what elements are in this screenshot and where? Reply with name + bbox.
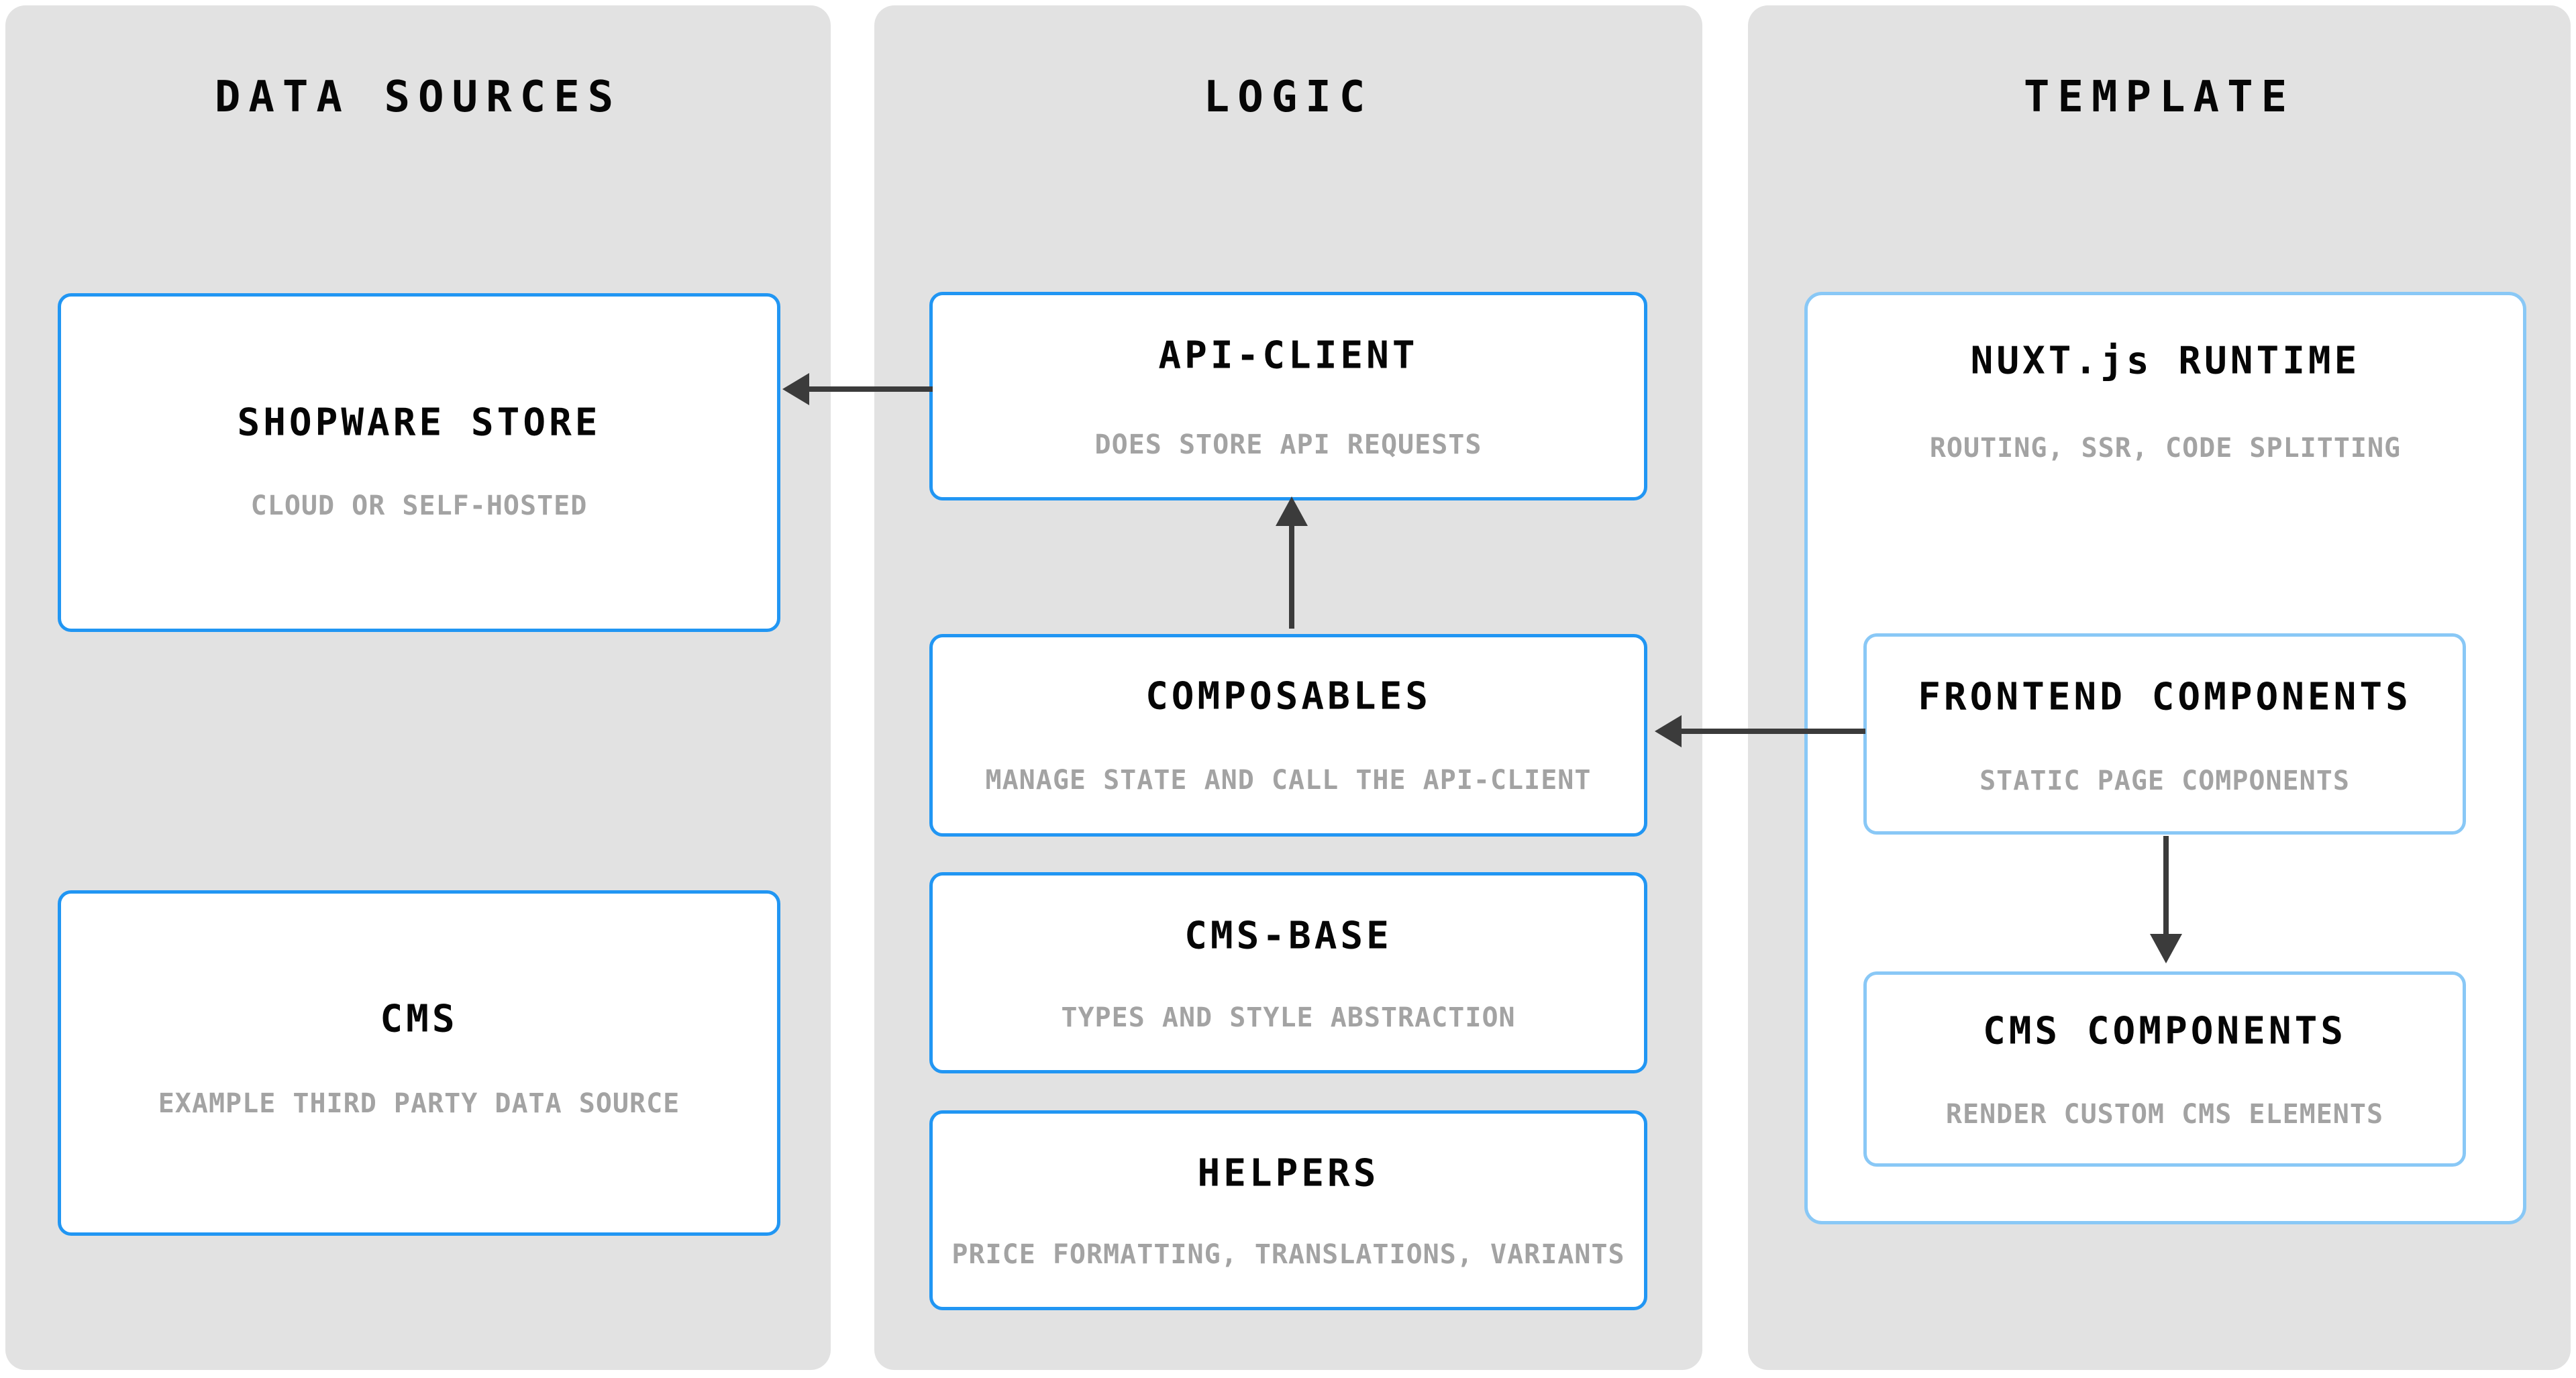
box-api-client: API-CLIENT DOES STORE API REQUESTS [929,292,1647,500]
panel-logic: LOGIC API-CLIENT DOES STORE API REQUESTS… [874,5,1702,1370]
box-helpers-subtitle: PRICE FORMATTING, TRANSLATIONS, VARIANTS [951,1239,1625,1271]
panel-template: TEMPLATE NUXT.js RUNTIME ROUTING, SSR, C… [1748,5,2571,1370]
box-nuxt-runtime: NUXT.js RUNTIME ROUTING, SSR, CODE SPLIT… [1804,292,2526,1224]
box-cms-base-title: CMS-BASE [1184,914,1392,958]
box-cms-components-subtitle: RENDER CUSTOM CMS ELEMENTS [1945,1098,2384,1130]
box-helpers: HELPERS PRICE FORMATTING, TRANSLATIONS, … [929,1110,1647,1310]
arrow-line [1289,522,1294,629]
arrow-head-up-icon [1276,496,1308,526]
box-composables-subtitle: MANAGE STATE AND CALL THE API-CLIENT [985,765,1592,796]
panel-title-template: TEMPLATE [2023,72,2296,122]
box-shopware-store-subtitle: CLOUD OR SELF-HOSTED [250,490,588,521]
arrow-head-left-icon [1655,715,1682,747]
box-cms-components: CMS COMPONENTS RENDER CUSTOM CMS ELEMENT… [1863,971,2466,1167]
arrow-head-down-icon [2150,934,2182,963]
panel-title-data-sources: DATA SOURCES [214,72,622,122]
arrow-head-left-icon [782,373,809,405]
box-nuxt-runtime-subtitle: ROUTING, SSR, CODE SPLITTING [1929,433,2402,464]
box-frontend-components: FRONTEND COMPONENTS STATIC PAGE COMPONEN… [1863,633,2466,835]
box-composables-title: COMPOSABLES [1145,674,1431,719]
box-cms-components-title: CMS COMPONENTS [1982,1009,2347,1053]
panel-data-sources: DATA SOURCES SHOPWARE STORE CLOUD OR SEL… [5,5,831,1370]
box-cms: CMS EXAMPLE THIRD PARTY DATA SOURCE [58,890,780,1236]
box-helpers-title: HELPERS [1197,1151,1380,1196]
box-api-client-subtitle: DOES STORE API REQUESTS [1094,429,1482,460]
panel-title-logic: LOGIC [1203,72,1374,122]
box-cms-title: CMS [380,997,458,1041]
box-cms-base-subtitle: TYPES AND STYLE ABSTRACTION [1061,1002,1516,1033]
box-cms-subtitle: EXAMPLE THIRD PARTY DATA SOURCE [158,1088,680,1120]
box-nuxt-runtime-title: NUXT.js RUNTIME [1970,339,2361,383]
arrow-line [1678,729,1865,734]
arrow-line [2163,836,2169,938]
box-frontend-components-title: FRONTEND COMPONENTS [1918,675,2412,719]
box-shopware-store-title: SHOPWARE STORE [237,401,601,445]
box-cms-base: CMS-BASE TYPES AND STYLE ABSTRACTION [929,872,1647,1073]
arrow-line [805,386,933,392]
box-frontend-components-subtitle: STATIC PAGE COMPONENTS [1979,765,2350,796]
box-shopware-store: SHOPWARE STORE CLOUD OR SELF-HOSTED [58,293,780,632]
box-composables: COMPOSABLES MANAGE STATE AND CALL THE AP… [929,634,1647,837]
box-api-client-title: API-CLIENT [1158,333,1419,378]
